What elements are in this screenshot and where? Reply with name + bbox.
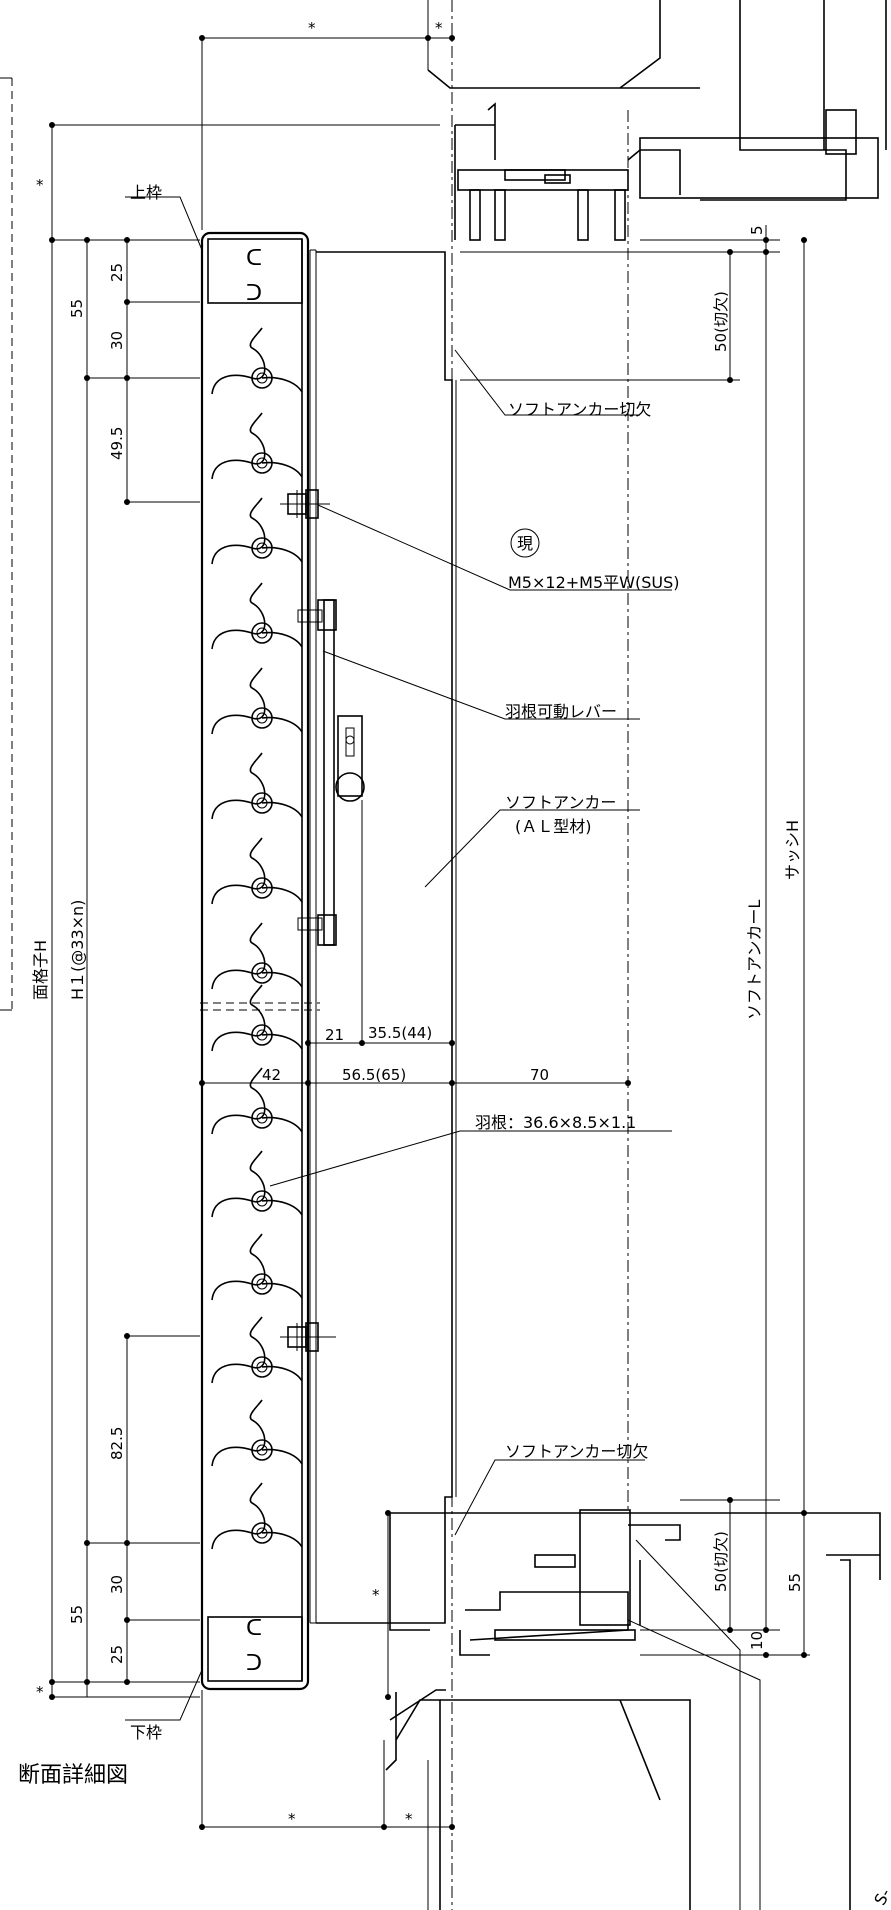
louver-blade xyxy=(211,984,303,1052)
dim-lines-top xyxy=(199,16,455,230)
drawing-title: 断面詳細図 xyxy=(18,1763,128,1788)
dim-lines-right xyxy=(460,225,810,1658)
louver-blade xyxy=(211,837,303,905)
louver-blade xyxy=(211,497,303,565)
dim-21: 21 xyxy=(325,1026,344,1044)
louver-blade xyxy=(211,752,303,820)
dim-lines-bottom xyxy=(199,1510,455,1830)
louver-blade xyxy=(211,667,303,735)
dim-35-5: 35.5(44) xyxy=(368,1024,432,1042)
soft-anchor-l-label: ソフトアンカーL xyxy=(745,900,764,1020)
h1-label: H１(@33×n) xyxy=(68,900,87,1000)
bottom-frame-label: 下枠 xyxy=(130,1723,162,1742)
dim-star-bottom-right: * xyxy=(405,1810,413,1828)
louver-blade xyxy=(211,1150,303,1218)
annotations: 上枠 下枠 面格子H H１(@33×n) ソフトアンカー切欠 現 M5×12+M… xyxy=(18,183,891,1908)
louver-frame: ᑕ ᑐ ᑕ ᑐ xyxy=(200,231,320,1691)
dim-star-upper: * xyxy=(36,176,44,194)
louver-blade xyxy=(211,922,303,990)
dim-55-bottom: 55 xyxy=(68,1605,86,1624)
dim-star-top-left: * xyxy=(308,19,316,37)
screen-extent-bracket xyxy=(0,77,13,1011)
dim-star-lower: * xyxy=(36,1683,44,1701)
screen-h-label: 面格子H xyxy=(31,940,50,1000)
louver-blade xyxy=(211,1067,303,1135)
louver-blades xyxy=(211,327,303,1550)
dim-55-top: 55 xyxy=(68,299,86,318)
soft-anchor-notch-top-label: ソフトアンカー切欠 xyxy=(508,400,651,419)
dim-25-bottom: 25 xyxy=(108,1645,126,1664)
louver-blade xyxy=(211,412,303,480)
on-site-mark: 現 xyxy=(517,534,533,553)
dim-49-5: 49.5 xyxy=(108,427,126,460)
frame-clip-mark: ᑐ xyxy=(246,1651,262,1676)
dim-50-notch-top: 50(切欠) xyxy=(712,291,730,352)
dim-5: 5 xyxy=(748,225,766,235)
frame-clip-mark: ᑕ xyxy=(246,1616,262,1641)
top-frame-label: 上枠 xyxy=(130,183,162,202)
leader-lines xyxy=(125,196,761,1910)
dim-lines-left xyxy=(49,122,440,1700)
soft-anchor-profile xyxy=(316,0,629,1910)
dim-42: 42 xyxy=(262,1066,281,1084)
dim-50-notch-bottom: 50(切欠) xyxy=(712,1531,730,1592)
blade-lever xyxy=(297,599,365,946)
dim-70: 70 xyxy=(530,1066,549,1084)
dim-10: 10 xyxy=(748,1631,766,1650)
soft-anchor-material-label: (ＡＬ型材) xyxy=(515,817,592,836)
louver-blade xyxy=(211,582,303,650)
soft-anchor-label: ソフトアンカー xyxy=(505,793,616,812)
page-mark: S- xyxy=(870,1885,891,1908)
dim-star-sill: * xyxy=(372,1586,380,1604)
sash-h-label: サッシH xyxy=(783,820,802,880)
frame-clip-mark: ᑕ xyxy=(246,246,262,271)
screw-bottom xyxy=(280,1322,336,1352)
dim-25-top: 25 xyxy=(108,263,126,282)
dimension-values: * * * * * * * 25 30 55 49.5 82.5 30 25 5… xyxy=(36,19,804,1828)
soft-anchor-notch-bottom-label: ソフトアンカー切欠 xyxy=(505,1442,648,1461)
dim-star-bottom-left: * xyxy=(288,1810,296,1828)
dim-star-top-right: * xyxy=(435,19,443,37)
blade-label: 羽根：36.6×8.5×1.1 xyxy=(475,1113,636,1132)
dim-82-5: 82.5 xyxy=(108,1427,126,1460)
louver-blade xyxy=(211,327,303,395)
on-site-mark-circle xyxy=(510,528,540,558)
lever-label: 羽根可動レバー xyxy=(505,702,617,721)
louver-blade xyxy=(211,1482,303,1550)
dim-30-top: 30 xyxy=(108,331,126,350)
dim-56-5: 56.5(65) xyxy=(342,1066,406,1084)
louver-blade xyxy=(211,1233,303,1301)
frame-clip-mark: ᑐ xyxy=(246,281,262,306)
sash-bottom-section xyxy=(385,1509,881,1910)
dim-lines-middle xyxy=(199,800,631,1086)
dim-30-bottom: 30 xyxy=(108,1575,126,1594)
louver-blade xyxy=(211,1316,303,1384)
dim-55-right: 55 xyxy=(786,1573,804,1592)
sash-top-section xyxy=(427,0,887,241)
louver-blade xyxy=(211,1399,303,1467)
screw-top xyxy=(280,489,330,519)
screw-spec-label: M5×12+M5平W(SUS) xyxy=(508,573,679,592)
